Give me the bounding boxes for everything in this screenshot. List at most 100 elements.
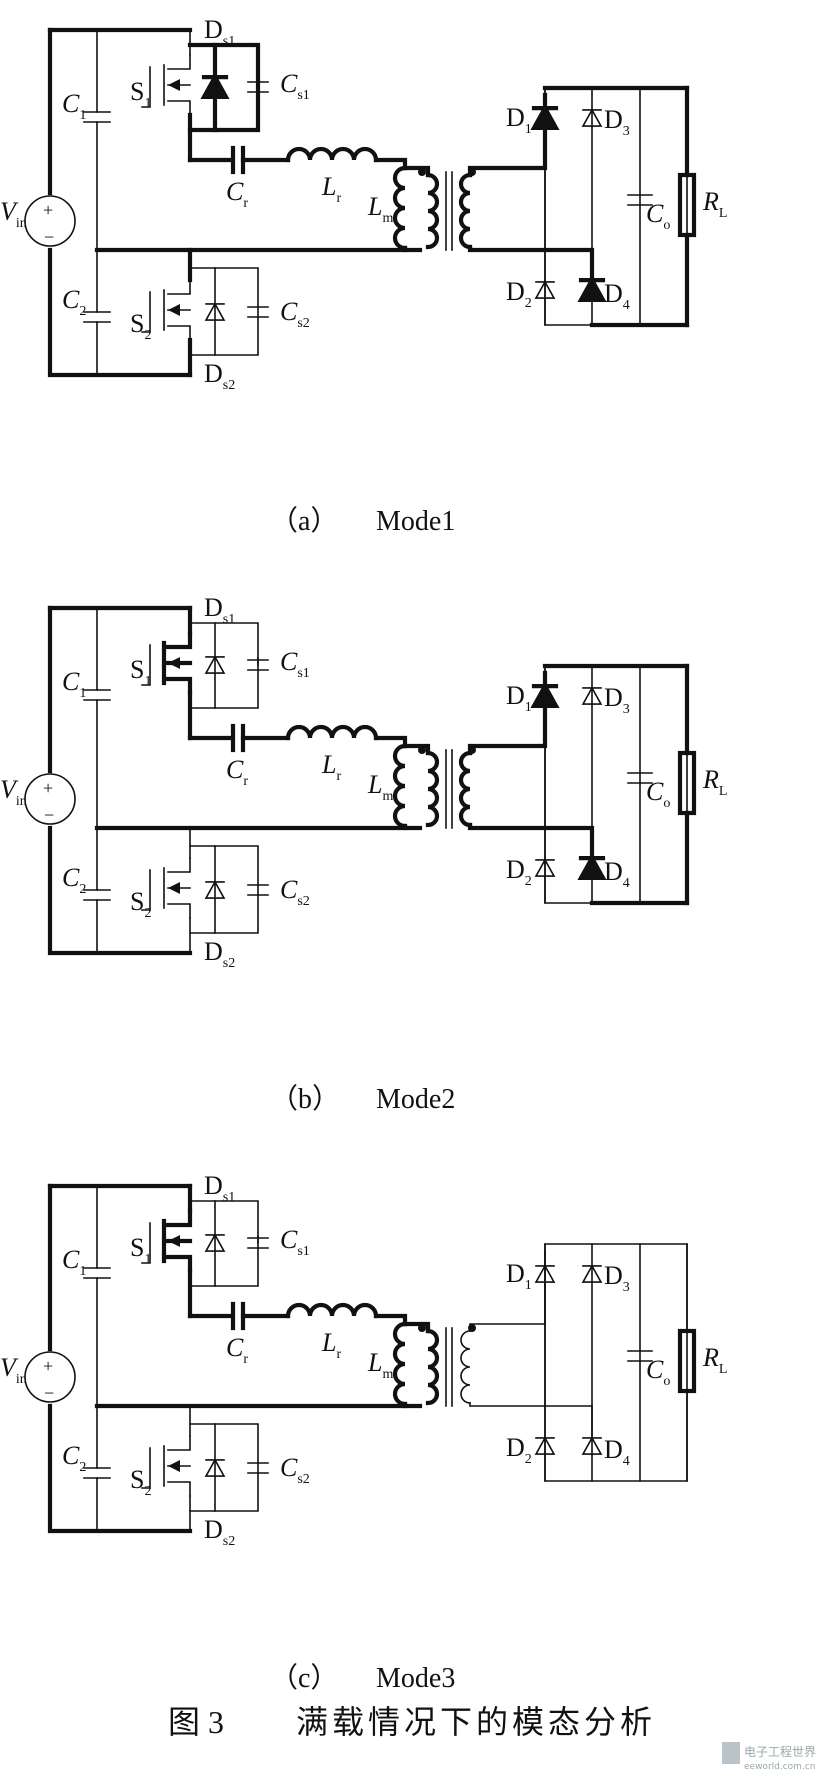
label-s2-main: S <box>130 887 144 916</box>
switch-s1-arrow <box>168 657 180 669</box>
switch-s1-source <box>165 676 193 696</box>
label-c2: C2 <box>62 1441 86 1475</box>
label-cs1-main: C <box>280 647 298 676</box>
label-s2: S2 <box>130 309 151 343</box>
switch-s2-source <box>167 325 191 341</box>
secondary-dot <box>468 1324 476 1332</box>
label-ds1-sub: s1 <box>223 34 235 49</box>
label-d3-sub: 3 <box>623 702 630 717</box>
diode-d4-body <box>581 1436 603 1455</box>
inductor-lr <box>285 146 379 163</box>
switch-s2-gate <box>141 1447 151 1489</box>
label-c1-sub: 1 <box>79 686 86 701</box>
label-lr-sub: r <box>336 191 341 206</box>
caption-mode-a: Mode1 <box>376 506 455 537</box>
primary-dot <box>418 168 426 176</box>
label-d1: D1 <box>506 681 532 715</box>
diode-d3-body <box>581 108 603 127</box>
label-d1-sub: 1 <box>525 122 532 137</box>
vin-minus: − <box>44 1383 54 1403</box>
label-s1-sub: 1 <box>144 1252 151 1267</box>
label-cs1-main: C <box>280 1225 298 1254</box>
switch-s1-drain <box>167 54 191 70</box>
label-c1: C1 <box>62 89 86 123</box>
label-lr-main: L <box>321 750 336 779</box>
label-cs2: Cs2 <box>280 297 310 331</box>
label-rl-sub: L <box>719 784 728 799</box>
inductor-lm <box>392 165 408 251</box>
secondary-dot <box>468 168 476 176</box>
label-d4-main: D <box>604 279 623 308</box>
label-d3: D3 <box>604 105 630 139</box>
secondary-winding <box>460 1330 471 1404</box>
label-d3: D3 <box>604 683 630 717</box>
resistor-rl <box>677 1328 697 1394</box>
label-cs1-sub: s1 <box>297 666 309 681</box>
label-cr-sub: r <box>243 774 248 789</box>
secondary-bottom-wire <box>467 244 595 283</box>
label-vin: Vin <box>0 1353 27 1387</box>
label-cs2-sub: s2 <box>297 316 309 331</box>
diode-d2-body <box>534 280 556 299</box>
label-rl: RL <box>702 765 727 799</box>
label-lm-sub: m <box>382 1367 393 1382</box>
ds2-box <box>189 845 259 934</box>
label-d2-main: D <box>506 1433 525 1462</box>
label-vin: Vin <box>0 197 27 231</box>
label-s1-main: S <box>130 655 144 684</box>
label-c2-sub: 2 <box>79 304 86 319</box>
label-cs2: Cs2 <box>280 1453 310 1487</box>
label-cs1: Cs1 <box>280 69 310 103</box>
label-cs1-sub: s1 <box>297 1244 309 1259</box>
label-cs1: Cs1 <box>280 1225 310 1259</box>
label-d3-main: D <box>604 683 623 712</box>
primary-top <box>402 1321 431 1334</box>
switch-s2-drain <box>167 857 191 873</box>
label-c2: C2 <box>62 285 86 319</box>
label-ds1: Ds1 <box>204 1171 235 1205</box>
label-ds2-sub: s2 <box>223 1534 235 1549</box>
label-co-sub: o <box>663 796 670 811</box>
label-rl-main: R <box>702 187 719 216</box>
label-ds1-main: D <box>204 15 223 44</box>
switch-s2-arrow <box>168 1460 180 1472</box>
label-co: Co <box>646 777 670 811</box>
label-cr-sub: r <box>243 196 248 211</box>
label-d4-main: D <box>604 1435 623 1464</box>
label-lr-main: L <box>321 1328 336 1357</box>
label-lr: Lr <box>321 172 341 206</box>
label-ds2-main: D <box>204 359 223 388</box>
label-rl-sub: L <box>719 206 728 221</box>
label-cs2-main: C <box>280 297 298 326</box>
label-d3-sub: 3 <box>623 1280 630 1295</box>
label-lm-main: L <box>367 770 382 799</box>
label-lm-sub: m <box>382 211 393 226</box>
diode-d4-fill <box>581 280 603 300</box>
label-ds2: Ds2 <box>204 937 235 971</box>
diode-ds2-body <box>204 1458 226 1477</box>
label-c1: C1 <box>62 667 86 701</box>
label-c2-sub: 2 <box>79 882 86 897</box>
bottom-rail <box>47 247 193 378</box>
diode-ds2-body <box>204 302 226 321</box>
ds1-box <box>189 1200 259 1287</box>
label-co-main: C <box>646 1355 664 1384</box>
primary-winding <box>425 172 440 250</box>
lr-right-wire <box>373 735 408 749</box>
label-ds1-main: D <box>204 1171 223 1200</box>
label-d2: D2 <box>506 277 532 311</box>
label-lm-main: L <box>367 192 382 221</box>
label-ds1: Ds1 <box>204 593 235 627</box>
secondary-bottom-wire <box>469 1402 593 1437</box>
switch-s2-gate <box>141 291 151 333</box>
label-s2-main: S <box>130 309 144 338</box>
label-vin-sub: in <box>16 216 27 231</box>
label-c2-main: C <box>62 285 80 314</box>
switch-s2-source <box>167 903 191 919</box>
label-rl-main: R <box>702 1343 719 1372</box>
label-vin-sub: in <box>16 1372 27 1387</box>
label-d2-main: D <box>506 855 525 884</box>
label-d4-sub: 4 <box>623 876 630 891</box>
